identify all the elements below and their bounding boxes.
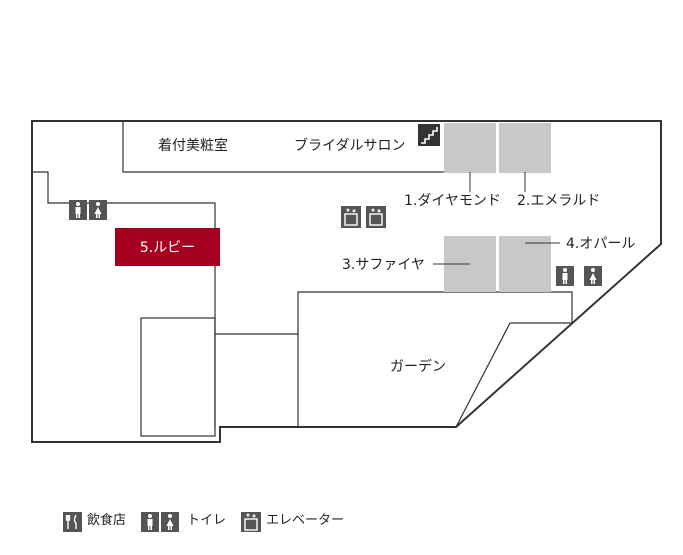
room-emerald[interactable] bbox=[499, 123, 551, 173]
fork-knife-icon bbox=[63, 512, 82, 532]
room-label-garden: ガーデン bbox=[390, 359, 446, 375]
room-label-emerald: 2.エメラルド bbox=[517, 193, 601, 209]
legend-toilet-label: トイレ bbox=[187, 513, 227, 528]
room-label-opal: 4.オパール bbox=[566, 236, 636, 252]
room-label-kitsuke: 着付美粧室 bbox=[158, 138, 228, 154]
room-ruby-highlight[interactable]: 5.ルビー bbox=[115, 228, 220, 266]
kitsuke-room-wall bbox=[122, 121, 444, 173]
room-label-bridal-salon: ブライダルサロン bbox=[294, 138, 406, 154]
elevator-icon bbox=[366, 206, 386, 228]
room-label-sapphire: 3.サファイヤ bbox=[342, 257, 425, 273]
room-diamond[interactable] bbox=[444, 123, 496, 173]
room-opal[interactable] bbox=[499, 236, 551, 292]
room-label-diamond: 1.ダイヤモンド bbox=[404, 193, 501, 209]
corridor-wall bbox=[32, 171, 216, 428]
elevator-icon bbox=[341, 206, 361, 228]
room-label-ruby: 5.ルビー bbox=[139, 240, 196, 256]
building-outline bbox=[31, 120, 662, 443]
stairs-icon bbox=[418, 124, 440, 146]
legend-restaurant-label: 飲食店 bbox=[87, 513, 127, 528]
elevator-icon bbox=[241, 512, 261, 532]
restroom-icon bbox=[556, 266, 574, 286]
restroom-icon bbox=[89, 200, 107, 220]
restroom-icon bbox=[69, 200, 87, 220]
restroom-icon bbox=[584, 266, 602, 286]
legend-elevator-label: エレベーター bbox=[266, 513, 345, 528]
restroom-icon bbox=[161, 512, 179, 532]
inner-room bbox=[140, 317, 216, 437]
garden-area[interactable] bbox=[297, 291, 573, 428]
restroom-icon bbox=[141, 512, 159, 532]
